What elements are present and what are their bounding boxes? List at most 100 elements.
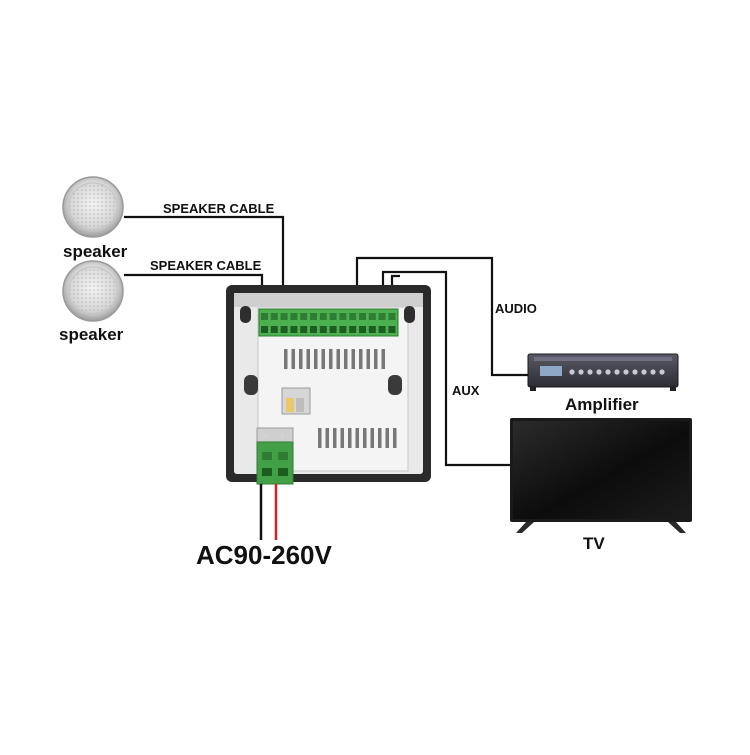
speaker-2: speaker	[59, 260, 124, 344]
vent-slot	[291, 349, 295, 369]
terminal-n-label: N	[262, 433, 267, 440]
amplifier-knob	[623, 369, 629, 375]
amplifier-knob	[650, 369, 656, 375]
terminal-screw	[319, 313, 327, 320]
speaker-1: speaker	[62, 176, 128, 261]
mount-hole-ml	[244, 375, 258, 395]
tv-label: TV	[583, 534, 605, 553]
vent-slot	[359, 349, 363, 369]
vent-slot	[366, 349, 370, 369]
speaker-cable-2-label: SPEAKER CABLE	[150, 258, 262, 273]
vent-slot	[370, 428, 374, 448]
terminal-screw	[261, 313, 268, 320]
terminal-slot	[349, 326, 357, 333]
amplifier-icon	[527, 353, 679, 388]
aux-label: AUX	[452, 383, 480, 398]
vent-slots-bottom	[318, 428, 397, 448]
speaker-1-label: speaker	[63, 242, 128, 261]
speaker-cable-1-label: SPEAKER CABLE	[163, 201, 275, 216]
terminal-screw	[329, 313, 337, 320]
amplifier-knobs	[569, 369, 665, 375]
vent-slot	[306, 349, 310, 369]
vent-slot	[351, 349, 355, 369]
terminal-slot	[378, 326, 386, 333]
mount-hole-mr	[388, 375, 402, 395]
terminal-screw	[339, 313, 347, 320]
terminal-slot	[359, 326, 366, 333]
terminal-screw	[300, 313, 308, 320]
amplifier-knob	[569, 369, 575, 375]
amplifier-knob	[605, 369, 611, 375]
mount-hole-tl	[240, 306, 251, 323]
terminal-slot	[261, 326, 268, 333]
tv: TV	[510, 418, 692, 553]
amplifier-knob	[596, 369, 602, 375]
vent-slot	[284, 349, 288, 369]
terminal-screw	[270, 313, 278, 320]
amplifier-knob	[578, 369, 584, 375]
terminal-slot	[270, 326, 278, 333]
vent-slots-top	[284, 349, 385, 369]
audio-label: AUDIO	[495, 301, 537, 316]
terminal-screws	[261, 313, 396, 333]
aux-wire-2	[390, 274, 400, 285]
terminal-slot	[290, 326, 298, 333]
vent-slot	[321, 349, 325, 369]
wires	[124, 215, 528, 467]
vent-slot	[325, 428, 329, 448]
terminal-screw	[388, 313, 396, 320]
amplifier-knob	[659, 369, 665, 375]
vent-slot	[378, 428, 382, 448]
terminal-screw	[359, 313, 366, 320]
vent-slot	[363, 428, 367, 448]
tv-stand-left	[516, 522, 534, 533]
vent-slot	[340, 428, 344, 448]
amplifier-label: Amplifier	[565, 395, 639, 414]
speaker-2-label: speaker	[59, 325, 124, 344]
vent-slot	[299, 349, 303, 369]
terminal-screw	[280, 313, 288, 320]
vent-slot	[374, 349, 378, 369]
terminal-block	[258, 308, 399, 337]
terminal-slot	[368, 326, 376, 333]
terminal-slot	[329, 326, 337, 333]
terminal-slot	[339, 326, 347, 333]
terminal-screw	[349, 313, 357, 320]
vent-slot	[381, 349, 385, 369]
terminal-l-label: L	[281, 433, 285, 440]
amplifier-knob	[614, 369, 620, 375]
terminal-slot	[310, 326, 317, 333]
terminal-slot	[388, 326, 396, 333]
vent-slot	[329, 349, 333, 369]
control-panel: N L	[226, 285, 431, 485]
speaker-cable-2-wire	[124, 273, 264, 285]
terminal-screw	[368, 313, 376, 320]
amplifier-knob	[641, 369, 647, 375]
vent-slot	[348, 428, 352, 448]
audio-wire	[355, 256, 528, 377]
vent-slot	[385, 428, 389, 448]
vent-slot	[336, 349, 340, 369]
vent-slot	[333, 428, 337, 448]
terminal-slot	[300, 326, 308, 333]
vent-slot	[355, 428, 359, 448]
terminal-slot	[319, 326, 327, 333]
speaker-cable-1-wire	[124, 215, 285, 285]
terminal-screw	[310, 313, 317, 320]
amplifier: Amplifier	[527, 353, 679, 414]
vent-slot	[318, 428, 322, 448]
vent-slot	[344, 349, 348, 369]
tv-stand-right	[668, 522, 686, 533]
vent-slot	[393, 428, 397, 448]
terminal-slot	[280, 326, 288, 333]
aux-wire-1	[381, 270, 510, 467]
vent-slot	[314, 349, 318, 369]
terminal-screw	[378, 313, 386, 320]
power-terminal: N L	[256, 427, 294, 485]
terminal-screw	[290, 313, 298, 320]
mount-hole-tr	[404, 306, 415, 323]
power-label: AC90-260V	[196, 540, 333, 570]
amplifier-knob	[632, 369, 638, 375]
amplifier-knob	[587, 369, 593, 375]
